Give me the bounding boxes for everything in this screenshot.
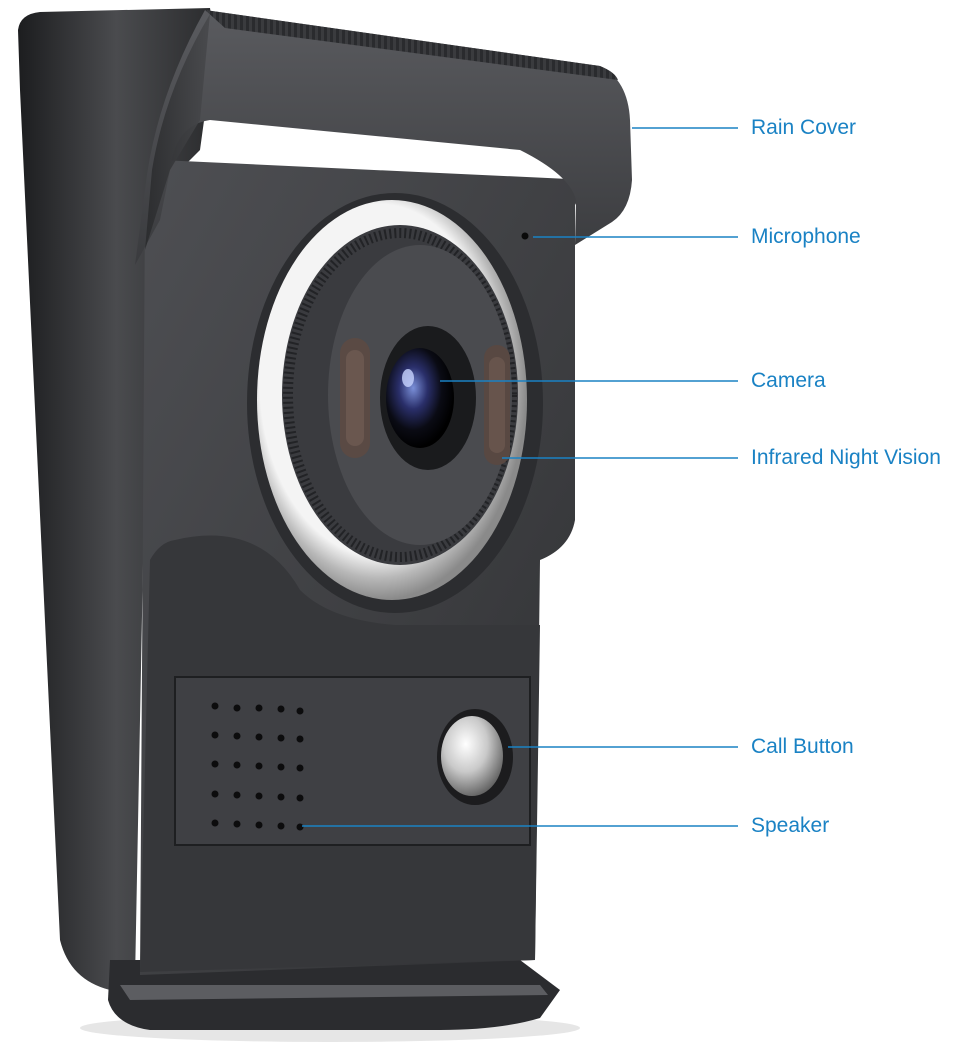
speaker-hole — [277, 793, 285, 801]
speaker-hole — [211, 731, 219, 739]
speaker-hole — [255, 762, 263, 770]
speaker-hole — [211, 760, 219, 768]
speaker-hole — [296, 764, 304, 772]
speaker-hole — [255, 792, 263, 800]
camera-label: Camera — [751, 369, 826, 392]
device-base-highlight — [120, 985, 548, 1000]
device-side-panel — [18, 8, 215, 990]
speaker-hole — [211, 819, 219, 827]
call-button-label: Call Button — [751, 735, 854, 758]
speaker-hole — [277, 705, 285, 713]
microphone-label: Microphone — [751, 225, 861, 248]
speaker-hole — [255, 704, 263, 712]
speaker-hole — [233, 820, 241, 828]
speaker-hole — [233, 761, 241, 769]
speaker-hole — [296, 794, 304, 802]
microphone-hole — [521, 232, 529, 240]
camera-lens-glint — [402, 369, 414, 387]
speaker-label: Speaker — [751, 814, 830, 837]
rain-cover-ridged-top — [205, 10, 618, 80]
rain-cover-edge — [145, 14, 210, 250]
speaker-hole — [255, 733, 263, 741]
infrared-led-right-inner — [489, 357, 505, 453]
speaker-hole — [296, 735, 304, 743]
speaker-hole — [233, 732, 241, 740]
infrared-led-left-inner — [346, 350, 364, 446]
infrared-label: Infrared Night Vision — [751, 446, 941, 469]
speaker-hole — [296, 823, 304, 831]
rain-cover-hood — [135, 10, 632, 265]
speaker-hole — [277, 822, 285, 830]
speaker-hole — [233, 791, 241, 799]
camera-ribbed-ring — [283, 228, 517, 562]
speaker-hole — [296, 707, 304, 715]
speaker-hole — [211, 790, 219, 798]
rain-cover-label: Rain Cover — [751, 116, 857, 139]
speaker-hole — [233, 704, 241, 712]
speaker-hole — [211, 702, 219, 710]
speaker-hole — [277, 734, 285, 742]
speaker-hole — [255, 821, 263, 829]
speaker-grille — [211, 702, 304, 831]
speaker-hole — [277, 763, 285, 771]
camera-lens — [386, 348, 454, 448]
call-button-cap — [441, 716, 503, 796]
